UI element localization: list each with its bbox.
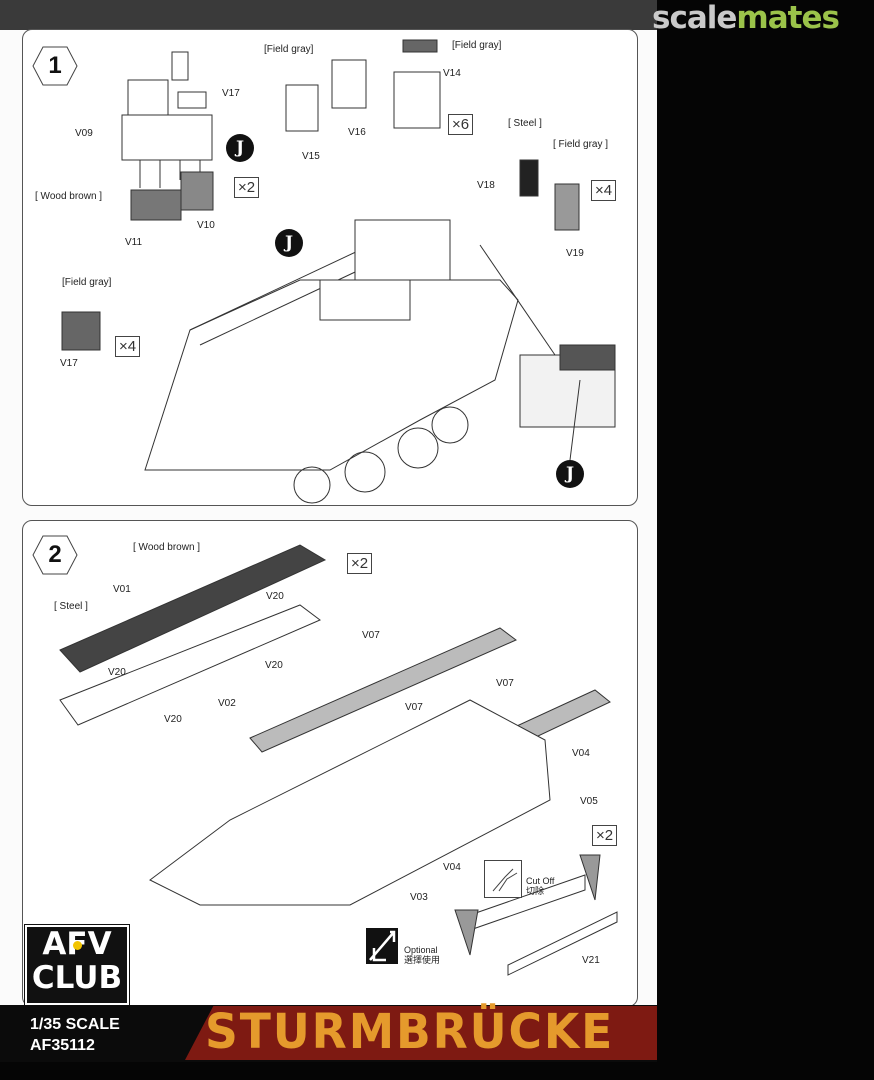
- part-label: V15: [302, 151, 320, 162]
- paint-label: [ Steel ]: [508, 118, 542, 129]
- multiplier-badge: ×4: [591, 180, 617, 201]
- part-label: V10: [197, 220, 215, 231]
- paint-label: [Field gray]: [62, 277, 112, 288]
- top-band: [0, 0, 657, 30]
- logo-line-2: CLUB: [31, 960, 123, 996]
- part-label: V02: [218, 698, 236, 709]
- part-label: V04: [443, 862, 461, 873]
- multiplier-badge: ×2: [592, 825, 618, 846]
- ammo-box-drawing: [61, 39, 580, 351]
- part-label: V07: [362, 630, 380, 641]
- step-2-number: 2: [32, 535, 78, 575]
- paint-label: [Field gray]: [452, 40, 502, 51]
- product-title: STURMBRÜCKE: [205, 1004, 615, 1060]
- callout-j: J: [275, 229, 303, 257]
- optional-icon: [366, 928, 398, 964]
- part-label: V20: [265, 660, 283, 671]
- part-label: V09: [75, 128, 93, 139]
- paint-label: [ Field gray ]: [553, 139, 609, 150]
- halftrack-drawing: [144, 219, 616, 504]
- paint-label: [ Wood brown ]: [35, 191, 103, 202]
- afv-club-logo: AFVCLUB: [24, 924, 130, 1006]
- part-label: V20: [164, 714, 182, 725]
- multiplier-badge: ×2: [347, 553, 373, 574]
- part-label: V20: [108, 667, 126, 678]
- part-label: V17: [222, 88, 240, 99]
- paint-label: [Field gray]: [264, 44, 314, 55]
- part-label: V18: [477, 180, 495, 191]
- part-label: V16: [348, 127, 366, 138]
- paint-label: [ Steel ]: [54, 601, 88, 612]
- part-label: V11: [125, 237, 143, 248]
- part-label: V14: [443, 68, 461, 79]
- title-banner: [185, 1006, 657, 1060]
- callout-j: J: [556, 460, 584, 488]
- part-label: V20: [266, 591, 284, 602]
- bridge-drawing: [59, 544, 618, 976]
- stowage-box-drawing: [121, 51, 214, 221]
- multiplier-badge: ×2: [234, 177, 260, 198]
- assembly-drawings: [59, 39, 618, 976]
- part-label: V04: [572, 748, 590, 759]
- part-label: V17: [60, 358, 78, 369]
- part-label: V01: [113, 584, 131, 595]
- part-label: V07: [496, 678, 514, 689]
- multiplier-badge: ×6: [448, 114, 474, 135]
- paint-label: [ Wood brown ]: [133, 542, 201, 553]
- logo-dot: [72, 941, 82, 950]
- part-label: V03: [410, 892, 428, 903]
- part-label: V07: [405, 702, 423, 713]
- part-label: V19: [566, 248, 584, 259]
- part-label: V05: [580, 796, 598, 807]
- callout-j: J: [226, 134, 254, 162]
- cutter-icon: [484, 860, 522, 898]
- watermark: scalemates: [652, 0, 840, 36]
- multiplier-badge: ×4: [115, 336, 141, 357]
- step-1-number: 1: [32, 46, 78, 86]
- part-label: V21: [582, 955, 600, 966]
